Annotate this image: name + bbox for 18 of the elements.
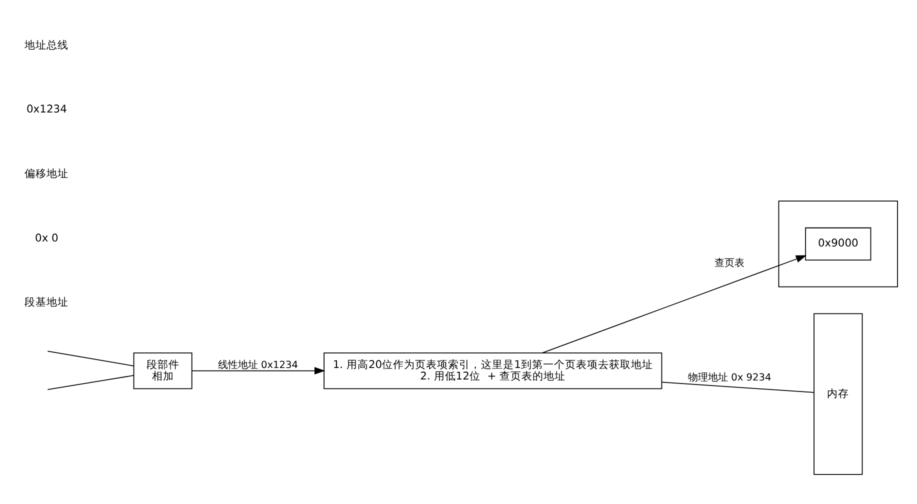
connector [47, 375, 134, 390]
node-box: 内存 [814, 313, 863, 475]
cluster [778, 200, 898, 288]
edge-label: 线性地址 0x1234 [218, 360, 298, 371]
node-box: 段部件 相加 [133, 352, 192, 390]
connector [661, 382, 814, 393]
edge-label: 物理地址 0x 9234 [688, 372, 772, 384]
node-box: 1. 用高20位作为页表项索引，这里是1到第一个页表项去获取地址 2. 用低12位 + 查页表的地址 [324, 352, 662, 390]
arrow [542, 255, 807, 354]
edge-label: 查页表 [714, 258, 745, 270]
label: 段基地址 [24, 296, 69, 309]
arrow [192, 367, 326, 375]
label: 0x1234 [26, 102, 67, 116]
label: 0x 0 [35, 231, 58, 244]
node-box: 0x9000 [805, 227, 872, 260]
label: 偏移地址 [24, 167, 69, 180]
label: 地址总线 [24, 38, 69, 52]
connector [47, 350, 134, 366]
